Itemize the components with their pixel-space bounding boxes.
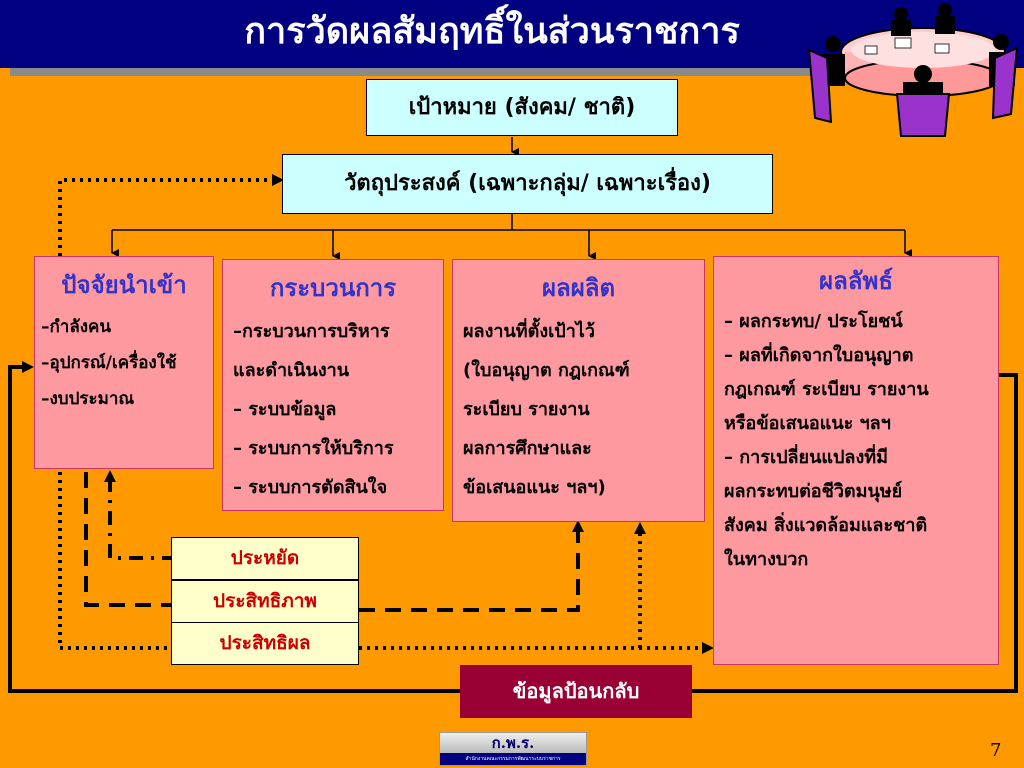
opdc-logo: ก.พ.ร. สำนักงานคณะกรรมการพัฒนาระบบราชการ <box>439 732 587 766</box>
outcome-line: – การเปลี่ยนแปลงที่มี <box>724 447 888 468</box>
output-line: ผลการศึกษาและ <box>463 438 592 459</box>
process-line: – ระบบข้อมูล <box>233 399 337 420</box>
output-line: ข้อเสนอแนะ ฯลฯ) <box>463 477 606 498</box>
process-line: และดำเนินงาน <box>233 360 350 381</box>
feedback-box: ข้อมูลป้อนกลับ <box>460 665 692 718</box>
outcome-box: ผลลัพธ์ – ผลกระทบ/ ประโยชน์ – ผลที่เกิดจ… <box>713 256 999 665</box>
input-line: –อุปกรณ์/เครื่องใช้ <box>41 353 177 373</box>
outcome-line: กฎเกณฑ์ ระเบียบ รายงาน <box>724 379 929 400</box>
process-heading: กระบวนการ <box>269 274 397 302</box>
page-number: 7 <box>990 740 1002 761</box>
outcome-line: – ผลกระทบ/ ประโยชน์ <box>724 311 903 332</box>
input-heading: ปัจจัยนำเข้า <box>61 271 187 299</box>
process-line: –กระบวนการบริหาร <box>233 321 390 342</box>
output-heading: ผลผลิต <box>541 274 616 302</box>
outcome-line: – ผลที่เกิดจากใบอนุญาต <box>724 345 914 366</box>
outcome-heading: ผลลัพธ์ <box>819 267 893 295</box>
title-shadow <box>10 68 1000 76</box>
objective-box: วัตถุประสงค์ (เฉพาะกลุ่ม/ เฉพาะเรื่อง) <box>282 154 773 214</box>
output-line: (ใบอนุญาต กฎเกณฑ์ <box>463 360 630 381</box>
meeting-table-illustration <box>807 3 1019 137</box>
logo-subtext: สำนักงานคณะกรรมการพัฒนาระบบราชการ <box>440 753 586 765</box>
process-box: กระบวนการ –กระบวนการบริหาร และดำเนินงาน … <box>222 259 444 511</box>
outcome-line: สังคม สิ่งแวดล้อมและชาติ <box>724 515 928 536</box>
outcome-line: ผลกระทบต่อชีวิตมนุษย์ <box>724 481 903 502</box>
input-box: ปัจจัยนำเข้า –กำลังคน –อุปกรณ์/เครื่องใช… <box>34 256 214 469</box>
slide-title: การวัดผลสัมฤทธิ์ในส่วนราชการ <box>244 11 740 52</box>
outcome-line: ในทางบวก <box>724 549 809 570</box>
economy-box: ประหยัด <box>171 537 359 580</box>
output-box: ผลผลิต ผลงานที่ตั้งเป้าไว้ (ใบอนุญาต กฎเ… <box>452 259 705 522</box>
output-line: ระเบียบ รายงาน <box>463 399 590 420</box>
logo-text: ก.พ.ร. <box>440 733 586 753</box>
input-line: –งบประมาณ <box>41 389 135 409</box>
goal-box: เป้าหมาย (สังคม/ ชาติ) <box>366 79 678 136</box>
input-line: –กำลังคน <box>41 317 112 337</box>
outcome-line: หรือข้อเสนอแนะ ฯลฯ <box>724 413 891 434</box>
effectiveness-box: ประสิทธิผล <box>171 622 359 665</box>
efficiency-box: ประสิทธิภาพ <box>171 580 359 623</box>
process-line: – ระบบการให้บริการ <box>233 438 394 459</box>
output-line: ผลงานที่ตั้งเป้าไว้ <box>463 321 595 342</box>
process-line: – ระบบการตัดสินใจ <box>233 477 388 498</box>
